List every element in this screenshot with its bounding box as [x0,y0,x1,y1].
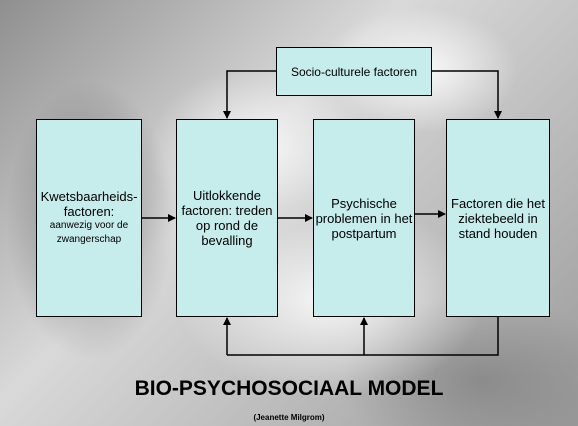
diagram-credit: (Jeanette Milgrom) [253,413,325,422]
box-vulnerability-subtitle: aanwezig voor de zwangerschap [49,220,129,245]
box-vulnerability-title: Kwetsbaarheids-factoren: [40,189,138,219]
arrow-sociocultural-to-triggering [223,70,276,119]
box-psychic-text: Psychische problemen in het postpartum [315,195,413,241]
box-triggering-factors: Uitlokkende factoren: treden op rond de … [176,119,278,317]
arrow-sociocultural-to-maintaining [432,70,502,119]
box-sociocultural-text: Socio-culturele factoren [290,64,418,79]
box-maintaining-factors: Factoren die het ziektebeeld in stand ho… [446,119,550,317]
feedback-line [227,317,499,356]
box-sociocultural-factors: Socio-culturele factoren [276,47,432,96]
diagram-title: BIO-PSYCHOSOCIAAL MODEL [134,377,444,400]
box-vulnerability-factors: Kwetsbaarheids-factoren: aanwezig voor d… [36,119,142,317]
box-triggering-text: Uitlokkende factoren: treden op rond de … [181,188,273,248]
box-maintaining-text: Factoren die het ziektebeeld in stand ho… [451,195,545,241]
box-psychic-problems: Psychische problemen in het postpartum [313,119,415,317]
